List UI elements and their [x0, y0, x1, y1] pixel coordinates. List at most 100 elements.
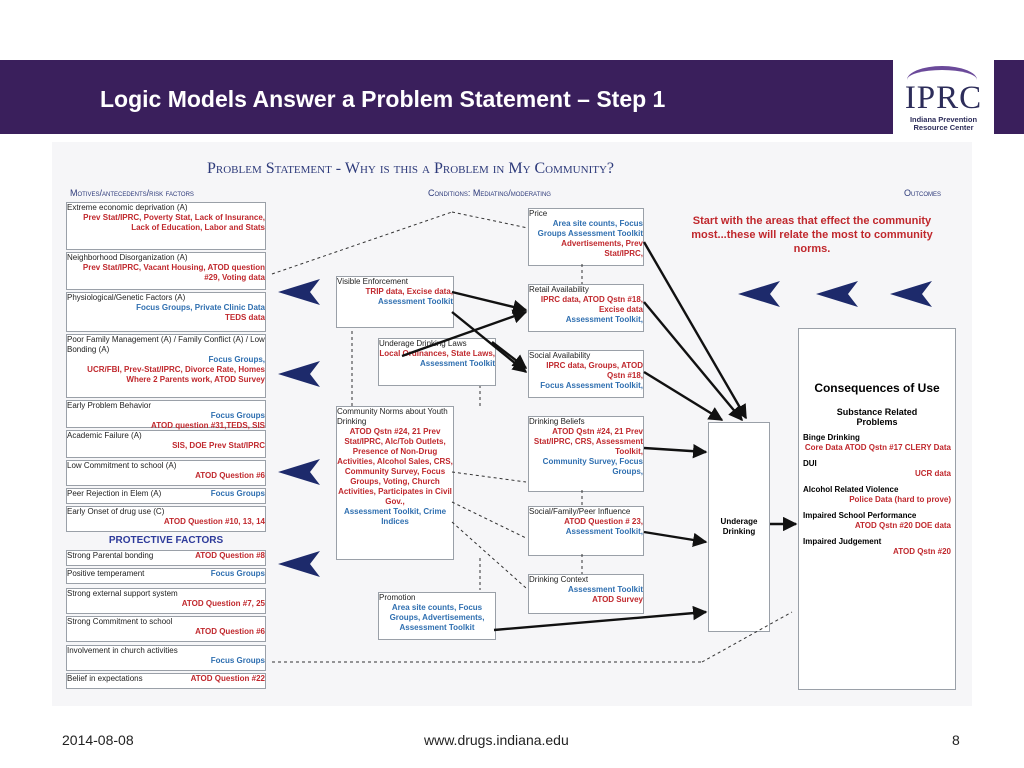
- consequence-data: Core Data ATOD Qstn #17 CLERY Data: [804, 443, 951, 452]
- iprc-logo: IPRC Indiana Prevention Resource Center: [893, 60, 994, 134]
- condition-data-blue: Assessment Toolkit, Crime Indices: [343, 507, 447, 526]
- condition-label: Promotion: [379, 593, 416, 602]
- protective-box: Strong Commitment to school ATOD Questio…: [66, 616, 266, 642]
- risk-box: Physiological/Genetic Factors (A) Focus …: [66, 292, 266, 332]
- condition-label: Community Norms about Youth Drinking: [337, 407, 448, 426]
- slide-title: Logic Models Answer a Problem Statement …: [100, 86, 666, 112]
- risk-data-red: ATOD Question #10, 13, 14: [163, 517, 265, 526]
- condition-box: Social/Family/Peer Influence ATOD Questi…: [528, 506, 644, 556]
- condition-data-blue: Focus Assessment Toolkit,: [540, 381, 643, 390]
- condition-data-red: ATOD Question # 23,: [564, 517, 643, 526]
- logo-subtitle: Indiana Prevention Resource Center: [909, 115, 978, 132]
- risk-label: Early Problem Behavior: [67, 401, 152, 410]
- protective-box: Strong external support system ATOD Ques…: [66, 588, 266, 614]
- condition-data-blue: Assessment Toolkit,: [565, 315, 643, 324]
- risk-label: Poor Family Management (A) / Family Conf…: [67, 335, 265, 354]
- center-label: Underage Drinking: [720, 517, 758, 536]
- risk-box: Peer Rejection in Elem (A) Focus Groups: [66, 488, 266, 504]
- footer-url: www.drugs.indiana.edu: [424, 732, 569, 748]
- condition-label: Retail Availability: [529, 285, 589, 294]
- condition-label: Social Availability: [529, 351, 591, 360]
- consequence-label: Impaired School Performance: [803, 511, 917, 520]
- protective-label: Involvement in church activities: [67, 646, 178, 655]
- consequence-data: Police Data (hard to prove): [849, 495, 951, 504]
- risk-data-blue: Focus Groups, Private Clinic Data: [136, 303, 265, 312]
- dashed-connectors: [271, 211, 793, 663]
- risk-box: Low Commitment to school (A) ATOD Questi…: [66, 460, 266, 486]
- condition-data-blue: Community Survey, Focus Groups,: [542, 457, 643, 476]
- title-bar: [0, 60, 1024, 134]
- condition-data-red: ATOD Qstn #24, 21 Prev Stat/IPRC, CRS, A…: [533, 427, 643, 456]
- col-right-header: Outcomes: [904, 188, 942, 198]
- consequence-data: UCR data: [914, 469, 951, 478]
- risk-label: Peer Rejection in Elem (A): [67, 489, 162, 498]
- risk-data-red: Prev Stat/IPRC, Poverty Stat, Lack of In…: [83, 213, 265, 232]
- consequence-label: Alcohol Related Violence: [803, 485, 899, 494]
- protective-box: Positive temperament Focus Groups: [66, 568, 266, 584]
- condition-label: Price: [529, 209, 548, 218]
- consequence-data: ATOD Qstn #20 DOE data: [854, 521, 951, 530]
- risk-box: Academic Failure (A) SIS, DOE Prev Stat/…: [66, 430, 266, 458]
- risk-data-red: TEDS data: [224, 313, 265, 322]
- condition-label: Visible Enforcement: [337, 277, 408, 286]
- condition-label: Drinking Context: [529, 575, 589, 584]
- protective-data-red: ATOD Question #22: [190, 674, 265, 683]
- callout-text: Start with the areas that effect the com…: [691, 215, 933, 255]
- protective-label: Strong Parental bonding: [67, 551, 154, 560]
- protective-label: Belief in expectations: [67, 674, 143, 683]
- risk-data-red: ATOD question #31,TEDS, SIS: [151, 421, 265, 430]
- condition-box: Community Norms about Youth Drinking ATO…: [336, 406, 454, 560]
- condition-box: Price Area site counts, Focus Groups Ass…: [528, 208, 644, 266]
- condition-label: Social/Family/Peer Influence: [529, 507, 631, 516]
- col-mid-header: Conditions: Mediating/moderating: [428, 188, 551, 198]
- condition-box: Social Availability IPRC data, Groups, A…: [528, 350, 644, 398]
- condition-data-red: IPRC data, Groups, ATOD Qstn #18,: [546, 361, 643, 380]
- risk-label: Neighborhood Disorganization (A): [67, 253, 188, 262]
- condition-data-blue: Assessment Toolkit: [420, 359, 495, 368]
- condition-box: Drinking Context Assessment Toolkit ATOD…: [528, 574, 644, 614]
- protective-label: Positive temperament: [67, 569, 145, 578]
- protective-data-red: ATOD Question #7, 25: [181, 599, 265, 608]
- condition-data-red: IPRC data, ATOD Qstn #18, Excise data: [540, 295, 643, 314]
- consequences-subheading: Substance Related Problems: [836, 407, 918, 427]
- protective-box: Belief in expectations ATOD Question #22: [66, 673, 266, 689]
- condition-box: Drinking Beliefs ATOD Qstn #24, 21 Prev …: [528, 416, 644, 492]
- causal-arrows: [401, 241, 798, 632]
- diagram-connectors: [271, 211, 932, 663]
- risk-data-blue: Focus Groups: [210, 489, 265, 498]
- risk-box: Extreme economic deprivation (A) Prev St…: [66, 202, 266, 250]
- condition-data-blue: Area site counts, Focus Groups Assessmen…: [537, 219, 643, 238]
- protective-heading: PROTECTIVE FACTORS: [108, 535, 224, 546]
- underage-drinking-box: Underage Drinking: [708, 422, 770, 632]
- condition-data-red: TRIP data, Excise data,: [365, 287, 453, 296]
- condition-label: Drinking Beliefs: [529, 417, 585, 426]
- protective-box: Strong Parental bonding ATOD Question #8: [66, 550, 266, 566]
- logic-model-diagram: Problem Statement - Why is this a Proble…: [52, 142, 972, 706]
- risk-box: Early Problem Behavior Focus Groups ATOD…: [66, 400, 266, 430]
- consequence-label: DUI: [803, 459, 817, 468]
- protective-data-blue: Focus Groups: [210, 656, 265, 665]
- risk-label: Low Commitment to school (A): [67, 461, 177, 470]
- protective-data-red: ATOD Question #6: [195, 627, 265, 636]
- condition-box: Promotion Area site counts, Focus Groups…: [378, 592, 496, 640]
- risk-data-blue: Focus Groups,: [208, 355, 265, 364]
- condition-label: Underage Drinking Laws: [379, 339, 467, 348]
- protective-label: Strong external support system: [67, 589, 178, 598]
- risk-label: Early Onset of drug use (C): [67, 507, 165, 516]
- condition-data-blue: Assessment Toolkit,: [565, 527, 643, 536]
- condition-data-blue: Area site counts, Focus Groups, Advertis…: [389, 603, 485, 632]
- protective-data-blue: Focus Groups: [210, 569, 265, 578]
- footer-date: 2014-08-08: [62, 732, 134, 748]
- risk-data-red: ATOD Question #6: [195, 471, 265, 480]
- risk-data-red: UCR/FBI, Prev-Stat/IPRC, Divorce Rate, H…: [87, 365, 265, 384]
- condition-data-red: ATOD Survey: [592, 595, 643, 604]
- risk-data-red: SIS, DOE Prev Stat/IPRC: [172, 441, 265, 450]
- condition-data-blue: Assessment Toolkit: [378, 297, 453, 306]
- risk-label: Extreme economic deprivation (A): [67, 203, 188, 212]
- protective-data-red: ATOD Question #8: [195, 551, 265, 560]
- col-left-header: Motives/antecedents/risk factors: [70, 188, 194, 198]
- risk-label: Physiological/Genetic Factors (A): [67, 293, 186, 302]
- diagram-heading: Problem Statement - Why is this a Proble…: [207, 160, 615, 177]
- risk-data-blue: Focus Groups: [210, 411, 265, 420]
- consequence-data: ATOD Qstn #20: [893, 547, 951, 556]
